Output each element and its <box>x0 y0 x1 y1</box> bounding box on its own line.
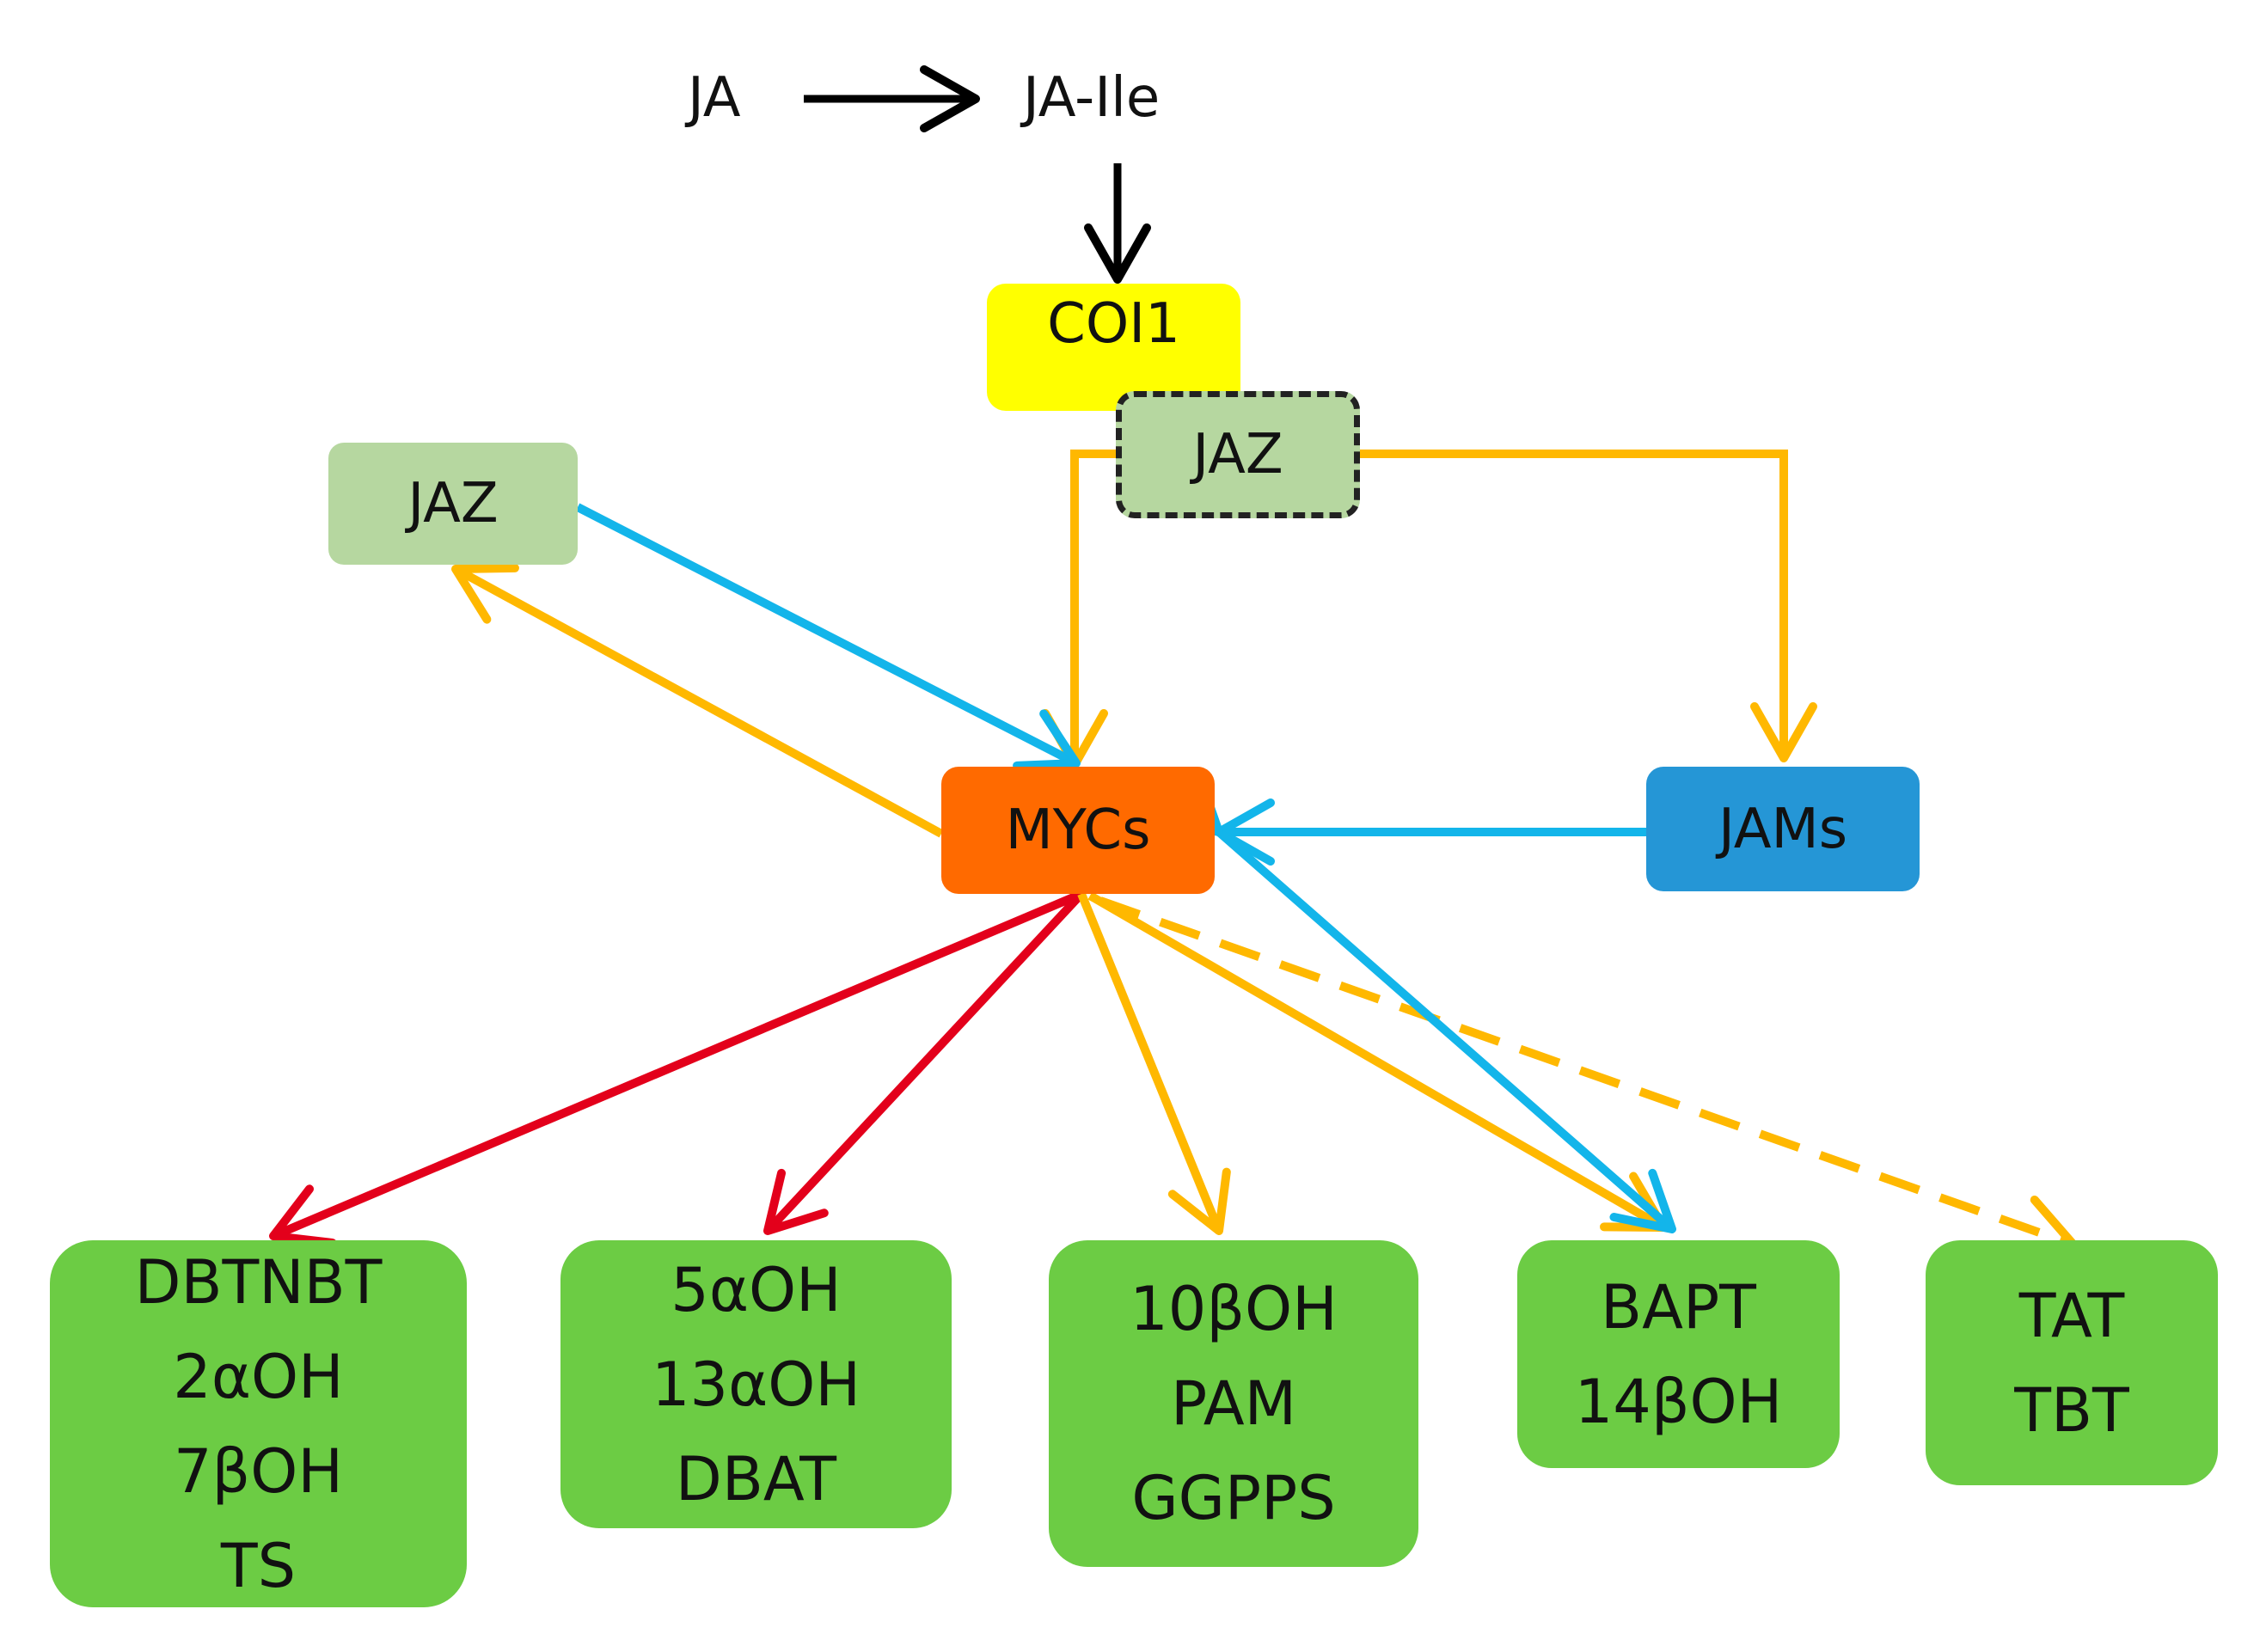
arrow-jaz-to-mycs <box>1041 450 1116 769</box>
gene-group-4: BAPT 14βOH <box>1517 1240 1840 1468</box>
gene-label: 10βOH <box>1130 1274 1338 1344</box>
gene-label: DBAT <box>675 1443 837 1514</box>
mycs-node: MYCs <box>941 767 1215 894</box>
arrow-mycs-group-4-blue <box>1156 771 1676 1233</box>
label-ja: JA <box>688 66 741 130</box>
arrow-mycs-to-group-1 <box>269 890 1083 1247</box>
gene-label: 5αOH <box>671 1254 842 1325</box>
jaz-free-node: JAZ <box>328 443 578 565</box>
gene-label: GGPPS <box>1131 1463 1336 1533</box>
gene-group-2: 5αOH 13αOH DBAT <box>560 1240 952 1528</box>
arrow-mycs-to-group-5 <box>1099 896 2078 1260</box>
coi1-node: COI1 <box>987 284 1240 411</box>
gene-group-5: TAT TBT <box>1926 1240 2218 1485</box>
coi1-label: COI1 <box>1047 292 1180 356</box>
arrow-mycs-to-jaz <box>451 563 944 838</box>
arrow-jaz-to-jams <box>1360 450 1817 762</box>
gene-group-1: DBTNBT 2αOH 7βOH TS <box>50 1240 467 1607</box>
gene-label: 14βOH <box>1574 1366 1783 1437</box>
jaz-free-label: JAZ <box>407 472 499 535</box>
arrow-mycs-to-group-3 <box>1077 892 1231 1235</box>
gene-label: DBTNBT <box>134 1246 383 1318</box>
jams-node: JAMs <box>1646 767 1920 891</box>
gene-label: TS <box>220 1530 297 1601</box>
gene-label: 2αOH <box>173 1341 344 1412</box>
arrow-jaz-to-mycs-blue <box>575 503 1081 770</box>
gene-label: 7βOH <box>174 1435 343 1507</box>
gene-label: TBT <box>2014 1374 2129 1446</box>
jaz-bound-node: JAZ <box>1116 391 1360 518</box>
gene-label: PAM <box>1170 1368 1296 1439</box>
gene-label: BAPT <box>1601 1271 1756 1343</box>
mycs-label: MYCs <box>1005 798 1151 862</box>
arrow-mycs-to-group-4 <box>1087 891 1668 1232</box>
arrow-mycs-to-group-2 <box>763 890 1085 1235</box>
gene-group-3: 10βOH PAM GGPPS <box>1049 1240 1418 1567</box>
jams-label: JAMs <box>1718 797 1848 861</box>
gene-label: 13αOH <box>652 1349 861 1420</box>
jaz-bound-label: JAZ <box>1192 423 1283 486</box>
gene-label: TAT <box>2018 1280 2125 1351</box>
label-ja-ile: JA-Ile <box>1023 66 1161 130</box>
